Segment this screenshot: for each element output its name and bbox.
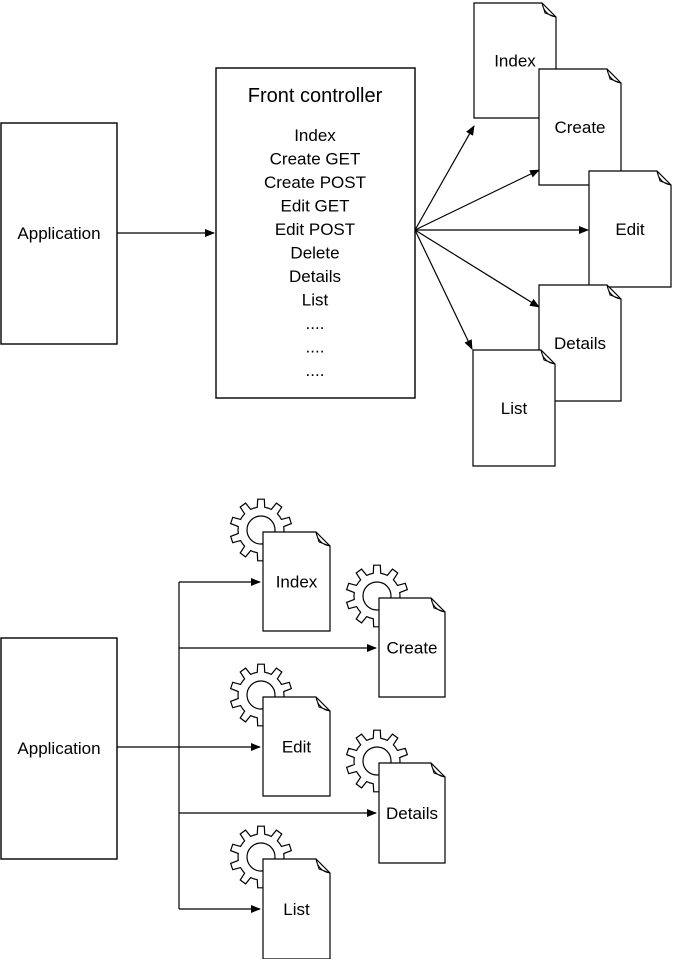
top-application-label: Application (17, 224, 100, 243)
view-document-edit-label: Edit (615, 220, 645, 239)
controller-document-list-folded-corner (315, 858, 331, 874)
controller-document-create-label: Create (386, 639, 437, 658)
front-controller-action-4: Edit GET (281, 197, 350, 216)
controller-document-list: List (262, 858, 331, 959)
controller-document-details-page (378, 762, 446, 864)
controller-document-edit-folded-corner (315, 696, 331, 712)
top-diagram: Application Front controller IndexCreate… (0, 2, 672, 467)
top-application-box (0, 122, 118, 345)
controller-document-details-label: Details (386, 804, 438, 823)
view-document-details: Details (538, 284, 622, 402)
view-document-index-page (473, 2, 557, 119)
controller-document-details-folded-corner (430, 762, 446, 778)
view-document-list-folded-corner (540, 349, 556, 365)
view-document-list-label: List (501, 399, 528, 418)
view-document-create-label: Create (554, 118, 605, 137)
front-controller-action-10: .... (306, 338, 325, 357)
controller-document-create-page (378, 597, 446, 698)
view-document-details-folded-corner (606, 284, 622, 300)
controller-document-index-folded-corner (315, 531, 331, 547)
controller-document-create: Create (378, 597, 446, 698)
view-document-create-page (538, 68, 622, 186)
view-document-index-label: Index (494, 52, 536, 71)
controller-document-list-page (262, 858, 331, 959)
front-controller-action-5: Edit POST (275, 220, 355, 239)
controller-document-edit: Edit (262, 696, 331, 797)
front-controller-action-3: Create POST (264, 173, 366, 192)
arrow-to-details-view (414, 229, 540, 308)
controller-to-view-arrows (414, 125, 589, 350)
view-document-index-folded-corner (541, 2, 557, 18)
front-controller-action-11: .... (306, 361, 325, 380)
arrow-to-list-view (414, 229, 473, 350)
bottom-branch-arrows (179, 578, 377, 913)
bottom-application-box (0, 637, 118, 860)
arrow-to-index-view (414, 125, 475, 231)
controller-document-edit-page (262, 696, 331, 797)
controller-document-index-label: Index (276, 573, 318, 592)
view-document-create: Create (538, 68, 622, 186)
bottom-application-label: Application (17, 739, 100, 758)
front-controller-action-7: Details (289, 267, 341, 286)
front-controller-action-6: Delete (290, 244, 339, 263)
view-document-list: List (472, 349, 556, 467)
controller-document-edit-label: Edit (282, 738, 312, 757)
view-document-index: Index (473, 2, 557, 119)
front-controller-title: Front controller (248, 85, 383, 107)
view-document-edit-page (588, 170, 672, 288)
arrow-to-create-view (414, 169, 540, 231)
front-controller-box (215, 67, 416, 399)
view-document-edit: Edit (588, 170, 672, 288)
front-controller-action-2: Create GET (270, 150, 361, 169)
front-controller-action-8: List (302, 291, 329, 310)
controller-document-index-page (262, 531, 331, 632)
view-document-create-folded-corner (606, 68, 622, 84)
front-controller-action-1: Index (294, 126, 336, 145)
view-document-details-label: Details (554, 334, 606, 353)
front-controller-action-9: .... (306, 314, 325, 333)
controller-document-list-label: List (283, 900, 310, 919)
controller-document-create-folded-corner (430, 597, 446, 613)
view-document-list-page (472, 349, 556, 467)
controller-document-details: Details (378, 762, 446, 864)
view-document-edit-folded-corner (656, 170, 672, 186)
controller-document-index: Index (262, 531, 331, 632)
